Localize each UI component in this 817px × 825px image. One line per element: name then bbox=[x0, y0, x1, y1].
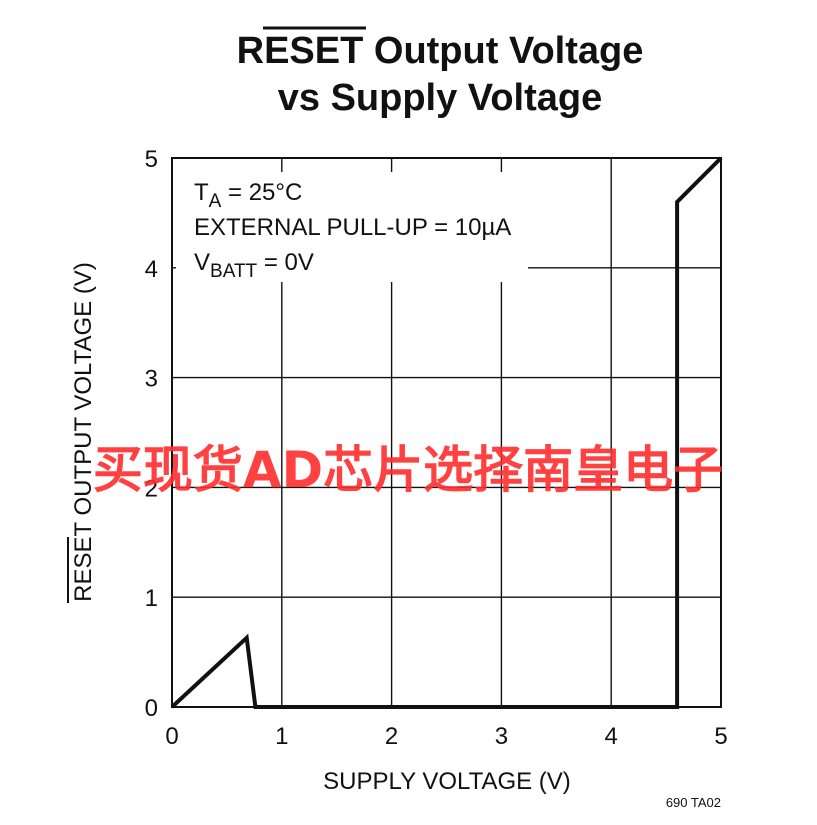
annotation-background bbox=[176, 172, 528, 282]
y-axis-label-overbar-word: RESET bbox=[70, 521, 97, 601]
watermark-text: 买现货AD芯片选择南皇电子 bbox=[93, 441, 723, 499]
chart-title-line1-rest: Output Voltage bbox=[363, 30, 643, 72]
chart-title-line1: RESET Output Voltage bbox=[237, 30, 644, 72]
y-axis-label: RESET OUTPUT VOLTAGE (V) bbox=[70, 262, 97, 602]
annotation-vbatt-rest: = 0V bbox=[257, 249, 314, 276]
y-axis-label-group: RESET OUTPUT VOLTAGE (V) bbox=[67, 262, 97, 603]
figure-id: 690 TA02 bbox=[666, 795, 721, 810]
series-reset-output-line bbox=[170, 156, 723, 709]
annotation-vbatt-main: V bbox=[194, 249, 210, 276]
annotation-vbatt-sub: BATT bbox=[210, 261, 258, 282]
y-tick-label: 4 bbox=[145, 256, 158, 283]
x-tick-label: 3 bbox=[495, 723, 508, 750]
annotation-temperature: TA = 25°C bbox=[194, 179, 302, 212]
chart-title-line2: vs Supply Voltage bbox=[278, 77, 602, 119]
annotation-temperature-main: T bbox=[194, 179, 209, 206]
y-tick-labels: 0 1 2 3 4 5 bbox=[145, 146, 158, 722]
x-tick-label: 5 bbox=[714, 723, 727, 750]
annotation-pullup: EXTERNAL PULL-UP = 10µA bbox=[194, 214, 511, 241]
y-tick-label: 5 bbox=[145, 146, 158, 173]
x-tick-labels: 0 1 2 3 4 5 bbox=[165, 723, 727, 750]
y-axis-label-rest: OUTPUT VOLTAGE (V) bbox=[70, 262, 97, 522]
x-tick-label: 2 bbox=[385, 723, 398, 750]
annotation-temperature-rest: = 25°C bbox=[221, 179, 302, 206]
x-axis-label: SUPPLY VOLTAGE (V) bbox=[323, 768, 571, 795]
y-tick-label: 3 bbox=[145, 366, 158, 393]
annotation-vbatt: VBATT = 0V bbox=[194, 249, 314, 282]
x-tick-label: 1 bbox=[275, 723, 288, 750]
x-tick-label: 0 bbox=[165, 723, 178, 750]
y-tick-label: 1 bbox=[145, 585, 158, 612]
annotation-temperature-sub: A bbox=[209, 191, 222, 212]
x-tick-label: 4 bbox=[605, 723, 618, 750]
chart-title-overbar-word: RESET bbox=[237, 30, 364, 72]
y-tick-label: 2 bbox=[145, 475, 158, 502]
y-tick-label: 0 bbox=[145, 695, 158, 722]
